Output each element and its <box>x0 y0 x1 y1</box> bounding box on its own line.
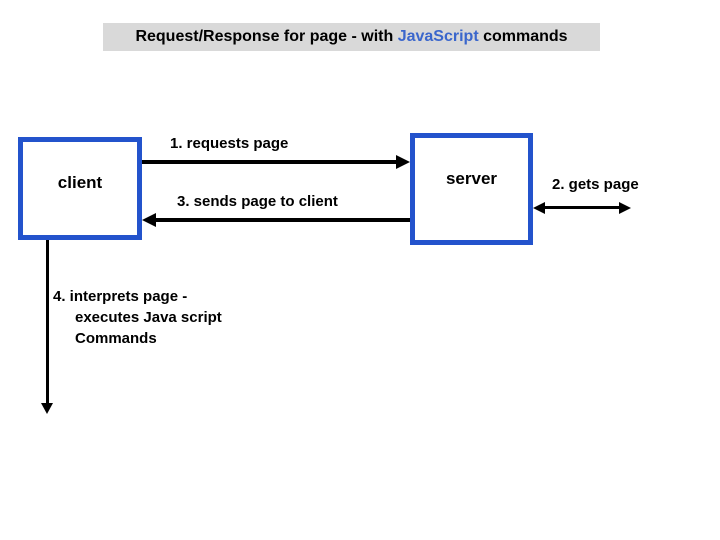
client-node-box: client <box>18 137 142 240</box>
interpret-step-text-block: 4. interprets page - executes Java scrip… <box>53 286 222 349</box>
gets-page-arrow-right-head-icon <box>619 202 631 214</box>
sends-page-arrow-line <box>154 218 410 222</box>
slide-title-bar: Request/Response for page - with JavaScr… <box>103 23 600 51</box>
request-arrow-line <box>142 160 400 164</box>
client-node-label: client <box>57 173 103 192</box>
sends-page-arrow-head-icon <box>142 213 156 227</box>
title-text-highlight: JavaScript <box>397 28 479 45</box>
interpret-step-line2: executes Java script <box>75 309 222 326</box>
interpret-arrow-head-icon <box>41 403 53 414</box>
gets-page-arrow-left-head-icon <box>533 202 545 214</box>
gets-page-arrow-label: 2. gets page <box>552 176 639 193</box>
request-arrow-head-icon <box>396 155 410 169</box>
interpret-arrow-line <box>46 240 49 404</box>
server-node-box: server <box>410 133 533 245</box>
gets-page-arrow-line <box>543 206 621 209</box>
sends-page-arrow-label: 3. sends page to client <box>177 193 338 210</box>
request-arrow-label: 1. requests page <box>170 135 289 152</box>
interpret-step-line1: 4. interprets page - <box>53 288 188 305</box>
title-text-prefix: Request/Response for page - with <box>135 28 398 45</box>
server-node-label: server <box>445 169 498 188</box>
title-text-suffix: commands <box>478 28 568 45</box>
interpret-step-line3: Commands <box>75 330 157 347</box>
